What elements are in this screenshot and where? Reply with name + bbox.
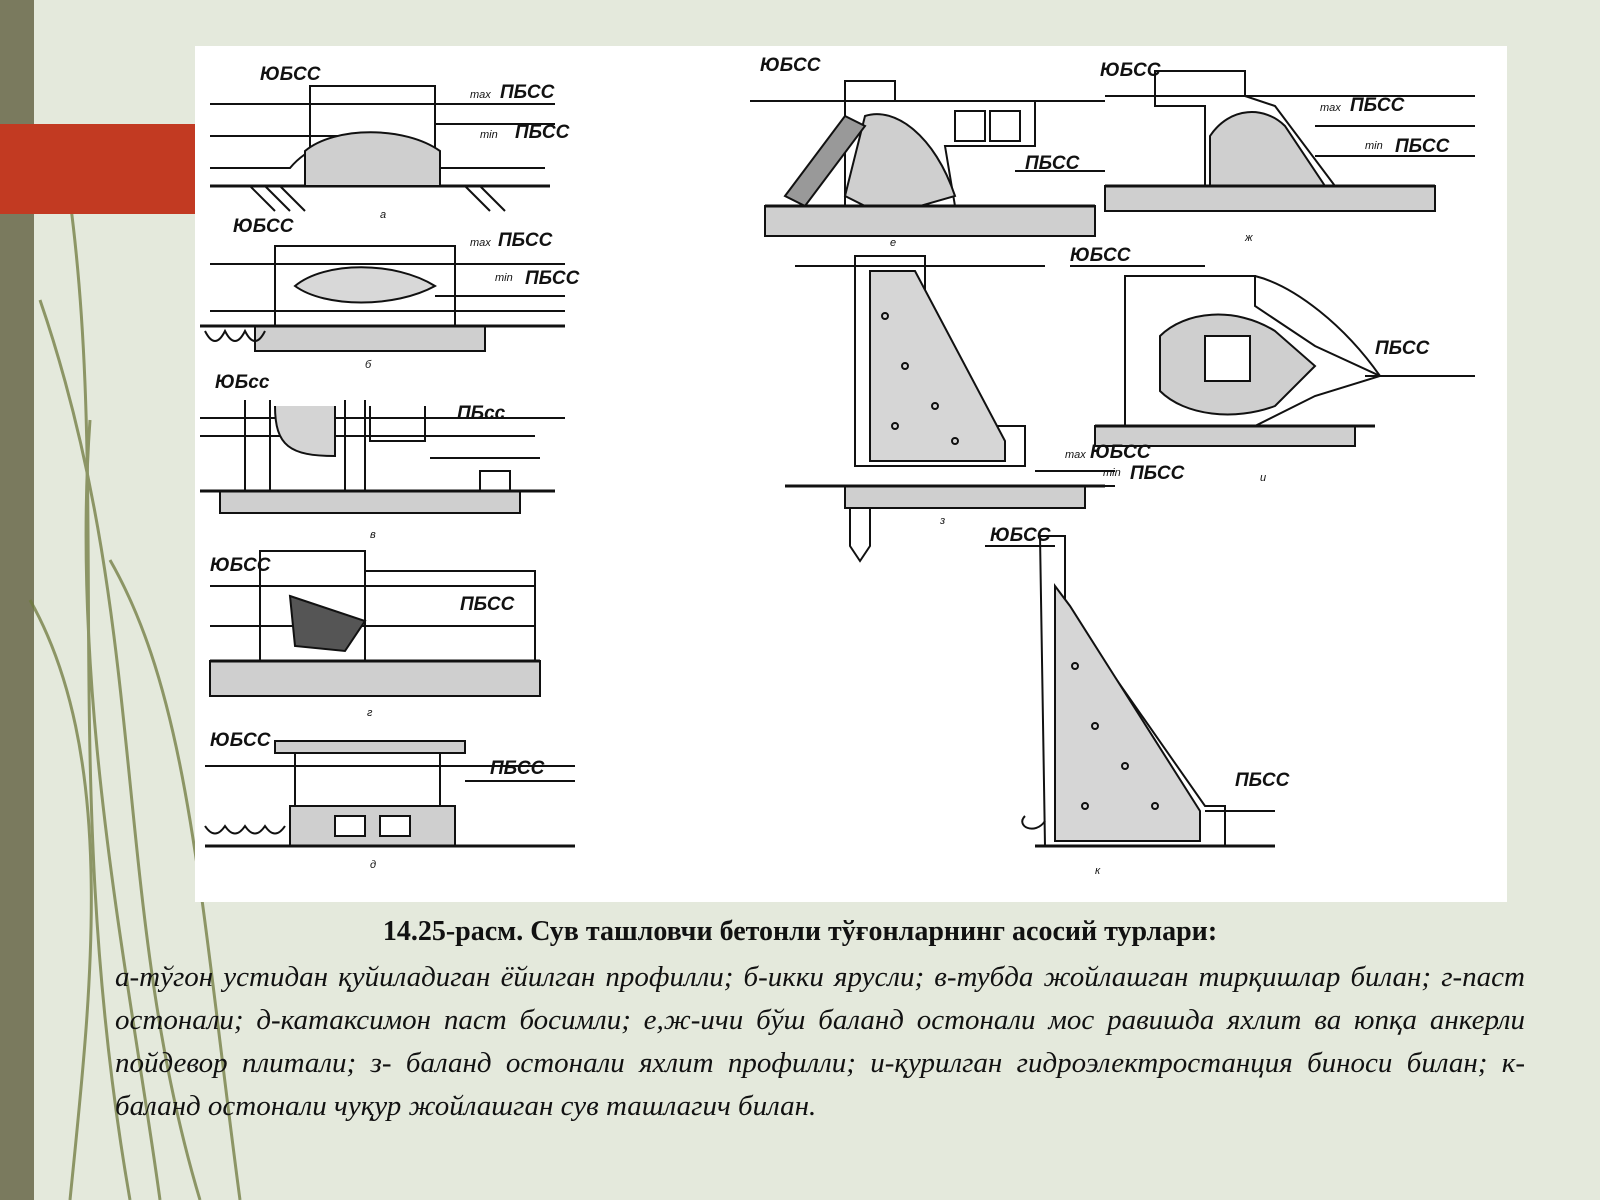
dam-drawing-v <box>200 400 565 514</box>
label-upstream-g: ЮБСС <box>210 555 271 576</box>
label-upstream-z: ЮБСС <box>1090 442 1151 463</box>
label-downstream-z: ПБСС <box>1130 463 1185 484</box>
dam-types-figure: ЮБСС max ПБСС min ПБСС а ЮБСС max ПБСС m… <box>195 46 1507 902</box>
label-upstream-b: ЮБСС <box>233 216 294 237</box>
panel-letter-b: б <box>365 359 372 371</box>
dam-drawing-zh <box>1104 70 1475 212</box>
label-upstream-i: ЮБСС <box>1070 245 1131 266</box>
label-downstream-e: ПБСС <box>1025 153 1080 174</box>
panel-letter-z: з <box>939 515 945 527</box>
panel-letter-d: д <box>370 859 376 871</box>
label-downstream-d: ПБСС <box>490 758 545 779</box>
label-upstream-v: ЮБсс <box>215 372 270 393</box>
label-max-z: max <box>1065 449 1086 461</box>
label-min-zh: min <box>1365 140 1383 152</box>
label-upstream-a: ЮБСС <box>260 64 321 85</box>
label-downstream-k: ПБСС <box>1235 770 1290 791</box>
label-downstream-min-a: ПБСС <box>515 122 570 143</box>
label-downstream-max-a: ПБСС <box>500 82 555 103</box>
dam-drawing-e <box>750 80 1105 237</box>
label-min-z: min <box>1103 467 1121 479</box>
label-downstream-v: ПБсс <box>457 403 506 424</box>
panel-letter-a: а <box>380 209 386 221</box>
dam-drawing-g <box>209 550 541 697</box>
dam-drawing-k <box>985 535 1275 848</box>
figure-description: а-тўгон устидан қуйиладиган ёйилган проф… <box>115 961 1525 1122</box>
label-downstream-max-zh: ПБСС <box>1350 95 1405 116</box>
label-downstream-i: ПБСС <box>1375 338 1430 359</box>
label-max-b: max <box>470 237 491 249</box>
dam-drawing-b <box>200 245 565 352</box>
red-accent-block <box>0 124 195 214</box>
panel-letter-g: г <box>367 707 373 719</box>
label-min-b: min <box>495 272 513 284</box>
panel-letter-zh: ж <box>1244 232 1253 244</box>
label-max-zh: max <box>1320 102 1341 114</box>
panel-letter-e: е <box>890 237 896 249</box>
label-downstream-min-b: ПБСС <box>525 268 580 289</box>
panel-letter-k: к <box>1095 865 1101 877</box>
dam-drawing-i <box>1070 265 1475 448</box>
dam-drawing-a <box>210 85 555 212</box>
label-downstream-max-b: ПБСС <box>498 230 553 251</box>
label-upstream-e: ЮБСС <box>760 55 821 76</box>
panel-letter-i: и <box>1260 472 1266 484</box>
dam-drawing-d <box>204 740 575 848</box>
label-upstream-zh: ЮБСС <box>1100 60 1161 81</box>
figure-caption: 14.25-расм. Сув ташловчи бетонли тўғонла… <box>382 916 1218 947</box>
label-min-a: min <box>480 129 498 141</box>
label-downstream-g: ПБСС <box>460 594 515 615</box>
label-max-a: max <box>470 89 491 101</box>
label-upstream-k: ЮБСС <box>990 525 1051 546</box>
label-downstream-min-zh: ПБСС <box>1395 136 1450 157</box>
panel-letter-v: в <box>370 529 376 541</box>
label-upstream-d: ЮБСС <box>210 730 271 751</box>
dam-drawing-z <box>785 255 1115 563</box>
dam-drawings: ЮБСС max ПБСС min ПБСС а ЮБСС max ПБСС m… <box>200 55 1475 877</box>
